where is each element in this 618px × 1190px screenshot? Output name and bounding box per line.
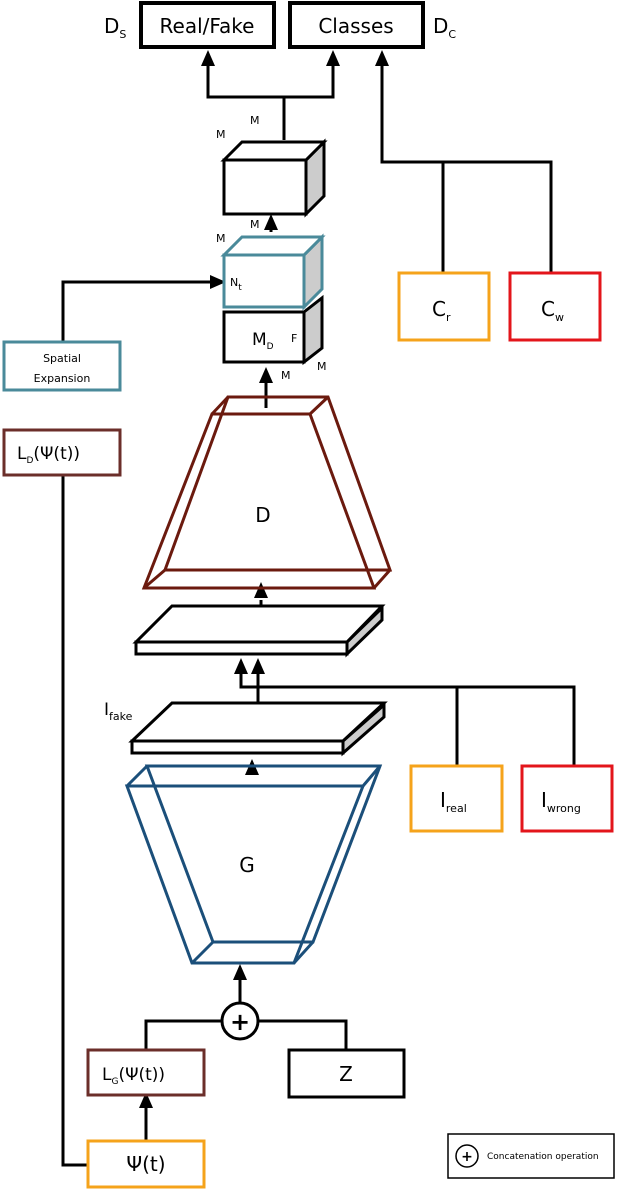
- ireal-box: [409, 764, 504, 833]
- wrong-image-block: Iwrong: [520, 764, 614, 833]
- generator-block: [124, 764, 383, 965]
- teal-cube-nt: Nt: [230, 276, 242, 293]
- md-m-bottom-1: M: [281, 369, 291, 382]
- classes-label: Classes: [318, 14, 393, 38]
- concatenation-node: +: [220, 1001, 260, 1041]
- z-noise-block: Z: [287, 1048, 406, 1099]
- condition-cr: Cr: [397, 271, 491, 342]
- slab-fake-front: [130, 739, 345, 755]
- top-cube-m3: M: [250, 218, 260, 231]
- iwrong-box: [520, 764, 614, 833]
- cr-label: Cr: [432, 297, 451, 324]
- real-fake-label: Real/Fake: [160, 14, 255, 38]
- classes-output: Classes: [288, 1, 425, 49]
- spatial-cube: M Nt: [216, 232, 326, 311]
- arrowhead-lg: [139, 1092, 153, 1108]
- arrowhead-top-cube: [264, 214, 278, 230]
- arrowhead-g: [233, 964, 247, 980]
- teal-cube-top: [220, 235, 326, 257]
- condition-cw: Cw: [508, 271, 602, 342]
- arrowhead-slab-left: [234, 658, 248, 674]
- lg-box: [86, 1048, 206, 1097]
- legend: + Concatenation operation: [447, 1133, 615, 1179]
- slab-upper-front: [134, 640, 349, 656]
- ds-label: DS: [104, 14, 126, 41]
- ld-block: LD(Ψ(t)): [2, 428, 122, 477]
- real-image-block: Ireal: [409, 764, 504, 833]
- legend-text: Concatenation operation: [487, 1152, 599, 1162]
- classes-box: [288, 1, 425, 49]
- arrowhead-md: [259, 367, 273, 383]
- spatial-expansion-block: Spatial Expansion: [2, 340, 122, 392]
- slab-upper-top: [132, 604, 386, 644]
- top-cube-m1: M: [216, 128, 226, 141]
- generator-back: [144, 764, 383, 944]
- teal-cube-m: M: [216, 232, 226, 245]
- fake-image-slab: Ifake: [104, 700, 388, 757]
- top-feature-cube: M M M: [216, 114, 328, 231]
- teal-cube-front: [222, 253, 306, 309]
- spatial-expansion-line1: Spatial: [43, 352, 81, 365]
- combined-input-slab: [132, 604, 386, 658]
- concat-circle: [220, 1001, 260, 1041]
- md-cube-front: [222, 310, 306, 364]
- real-fake-output: Real/Fake: [139, 1, 276, 49]
- ireal-label: Ireal: [440, 788, 467, 815]
- top-cube-m2: M: [250, 114, 260, 127]
- ifake-label: Ifake: [104, 700, 133, 723]
- arrowheads: [139, 50, 389, 1108]
- arrowhead-classes-left: [326, 50, 340, 66]
- cw-box: [508, 271, 602, 342]
- psi-label: Ψ(t): [126, 1152, 165, 1176]
- md-f-label: F: [291, 332, 297, 345]
- md-cube: MD F M M: [222, 294, 327, 382]
- top-cube-front: [222, 158, 308, 216]
- md-label: MD: [252, 330, 274, 352]
- discriminator-label: D: [255, 503, 270, 527]
- arrowhead-d-slab: [254, 582, 268, 598]
- lg-label: LG(Ψ(t)): [102, 1065, 165, 1087]
- ld-box: [2, 428, 122, 477]
- spatial-expansion-box: [2, 340, 122, 392]
- md-m-bottom-2: M: [317, 360, 327, 373]
- arrowhead-slab-right: [251, 658, 265, 674]
- cr-box: [397, 271, 491, 342]
- arrowhead-classes-right: [375, 50, 389, 66]
- top-cube-top: [220, 140, 328, 162]
- discriminator-front: [141, 412, 377, 590]
- legend-symbol: +: [461, 1149, 473, 1165]
- spatial-expansion-line2: Expansion: [34, 372, 91, 385]
- md-cube-side: [302, 294, 324, 366]
- generator-label: G: [239, 853, 255, 877]
- z-label: Z: [339, 1062, 353, 1086]
- iwrong-label: Iwrong: [541, 788, 581, 815]
- arrowhead-real-fake: [201, 50, 215, 66]
- connectors: [61, 62, 576, 1167]
- concat-symbol: +: [230, 1008, 250, 1036]
- real-fake-box: [139, 1, 276, 49]
- ld-label: LD(Ψ(t)): [17, 444, 80, 466]
- cw-label: Cw: [541, 297, 564, 324]
- discriminator-block: [141, 395, 393, 590]
- lg-block: LG(Ψ(t)): [86, 1048, 206, 1097]
- psi-block: Ψ(t): [86, 1139, 206, 1189]
- psi-box: [86, 1139, 206, 1189]
- dc-label: DC: [433, 14, 456, 41]
- slab-fake-top: [128, 701, 388, 743]
- z-box: [287, 1048, 406, 1099]
- arrowhead-teal-cube: [210, 275, 226, 289]
- legend-concat-circle: [455, 1144, 479, 1168]
